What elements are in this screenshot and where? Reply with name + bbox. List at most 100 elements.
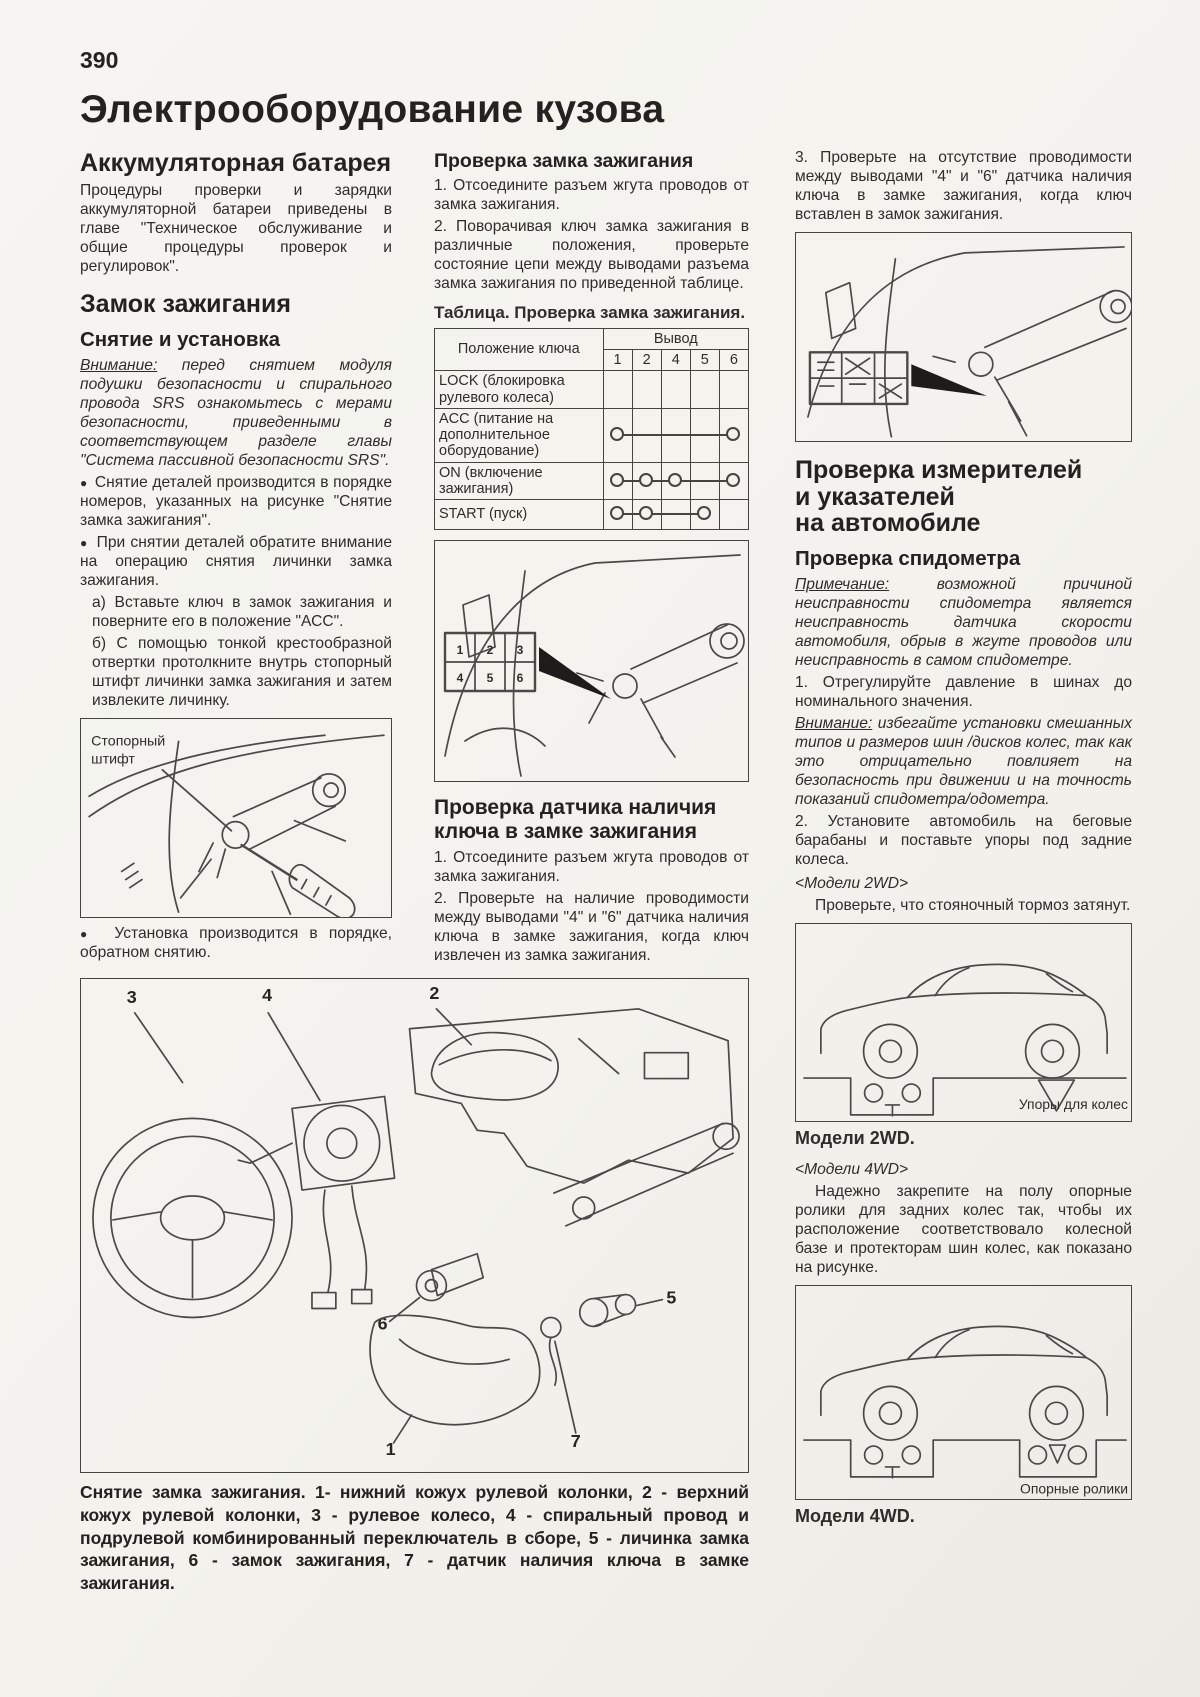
page-number: 390 [80,47,119,73]
warning-text: перед снятием модуля подушки безопасност… [80,356,392,469]
table-row: START (пуск) [434,498,750,530]
callout-6: 6 [378,1314,388,1334]
tires-warning-text: избегайте установки смешанных типов и ра… [795,715,1132,809]
note-label: Примечание: [795,575,890,593]
gauges-heading-line1: Проверка измерителей [795,456,1083,485]
callout-5: 5 [666,1288,676,1308]
speedometer-note: Примечание: возможной причиной неисправн… [795,575,1132,670]
terminal-cell [602,407,633,463]
stopper-pin-label-line1: Стопорный [91,733,165,749]
table-row: LOCK (блокировка рулевого колеса) [434,370,750,409]
ignition-lock-heading: Замок зажигания [80,290,291,319]
figure-2wd: Упоры для колес [795,923,1132,1123]
exploded-view-caption: Снятие замка зажигания. 1- нижний кожух … [80,1482,749,1594]
table-caption: Таблица. Проверка замка зажигания. [434,303,746,323]
models-2wd-text: Проверьте, что стояночный тормоз затянут… [815,897,1131,915]
terminal-cell [689,407,720,463]
key-position-label: ON (включение зажигания) [434,461,604,500]
steering-column-screwdriver-drawing: Стопорный штифт [88,733,385,918]
table-col-group-header: Вывод [602,327,750,351]
content-columns: Аккумуляторная батарея Процедуры проверк… [80,148,1132,1595]
connector-pin-1: 1 [457,643,464,657]
terminal-cell [631,461,662,500]
battery-body: Процедуры проверки и зарядки аккумулятор… [80,182,392,276]
key-position-label: START (пуск) [434,498,604,530]
page-title: Электрооборудование кузова [80,88,665,132]
terminal-cell [631,370,662,409]
terminal-cell [718,370,750,409]
ignition-connector-figure: 1 2 3 4 5 6 [434,539,749,782]
removal-bullet-1: Снятие деталей производится в порядке но… [80,473,392,530]
stopper-pin-label-line2: штифт [91,752,135,768]
terminal-cell [602,461,633,500]
table-row-header: Положение ключа [434,327,604,372]
terminal-cell [689,370,720,409]
terminal-cell [602,370,633,409]
note-text: возможной причиной неисправности спидоме… [795,575,1132,669]
ignition-table-body: LOCK (блокировка рулевого колеса)ACC (пи… [434,370,750,530]
battery-heading: Аккумуляторная батарея [80,148,392,177]
main-area: Аккумуляторная батарея Процедуры проверк… [80,148,750,1595]
key-sensor-heading: Проверка датчика наличия ключа в замке з… [434,795,717,844]
gauges-heading: Проверка измерителей и указателей на авт… [795,457,1132,537]
column-left: Аккумуляторная батарея Процедуры проверк… [80,148,392,969]
gauges-heading-line3: на автомобиле [795,509,981,538]
figure-4wd-caption: Модели 4WD. [795,1505,915,1526]
table-row: ACC (питание на дополнительное оборудова… [434,407,750,463]
speedo-step-1: 1. Отрегулируйте давление в шинах до ном… [795,674,1132,711]
terminal-col-header: 6 [718,349,750,372]
install-bullet: Установка производится в порядке, обратн… [80,924,392,962]
key-position-label: ACC (питание на дополнительное оборудова… [434,407,604,463]
models-4wd-text: Надежно закрепите на полу опорные ролики… [795,1182,1132,1277]
key-sensor-step-3: 3. Проверьте на отсутствие проводимости … [795,148,1132,223]
removal-heading: Снятие и установка [80,327,281,351]
lock-check-step-1: 1. Отсоедините разъем жгута проводов от … [434,177,749,214]
figure-2wd-caption: Модели 2WD. [795,1128,915,1149]
terminal-col-header: 5 [689,349,720,372]
pointer-arrow-icon [911,363,987,396]
key-sensor-connector-figure [795,231,1132,443]
speedometer-heading: Проверка спидометра [795,546,1021,570]
car-4wd-drawing: Опорные ролики [803,1325,1128,1497]
terminal-col-header: 2 [631,349,662,372]
key-sensor-step-1: 1. Отсоедините разъем жгута проводов от … [434,849,749,886]
wheel-chocks-label: Упоры для колес [1019,1096,1128,1112]
exploded-view-drawing: 3 4 2 [92,983,740,1459]
terminal-cell [660,407,691,463]
step-a: а) Вставьте ключ в замок зажигания и пов… [92,593,392,630]
stopper-pin-figure: Стопорный штифт [80,717,392,919]
key-sensor-step-2: 2. Проверьте на наличие проводимости меж… [434,890,749,965]
terminal-cell [660,498,691,530]
terminal-cell [631,498,662,530]
terminal-col-header: 1 [602,349,633,372]
gauges-heading-line2: и указателей [795,482,955,511]
callout-1: 1 [386,1439,396,1459]
lock-check-step-2: 2. Поворачивая ключ замка зажигания в ра… [434,218,749,293]
column-right: 3. Проверьте на отсутствие проводимости … [795,148,1132,1595]
terminal-cell [660,370,691,409]
steering-column-sensor-drawing [807,245,1131,438]
warning-note: Внимание: перед снятием модуля подушки б… [80,356,392,470]
step-b: б) С помощью тонкой крестообразной отвер… [92,634,392,709]
tires-warning-label: Внимание: [795,715,873,733]
table-row: ON (включение зажигания) [434,461,750,500]
key-position-label: LOCK (блокировка рулевого колеса) [434,370,604,409]
terminal-cell [660,461,691,500]
terminal-cell [602,498,633,530]
steering-column-connector-drawing: 1 2 3 4 5 6 [443,554,745,777]
callout-7: 7 [571,1431,581,1451]
car-2wd-drawing: Упоры для колес [803,963,1128,1117]
terminal-cell [689,498,720,530]
callout-3: 3 [127,987,137,1007]
connector-pin-6: 6 [517,671,524,685]
terminal-cell [718,498,750,530]
lock-check-heading: Проверка замка зажигания [434,149,694,172]
terminal-col-header: 4 [660,349,691,372]
connector-pin-5: 5 [487,671,494,685]
column-middle: Проверка замка зажигания 1. Отсоедините … [434,148,750,969]
terminal-cell [718,461,750,500]
ignition-removal-figure: 3 4 2 [80,978,749,1474]
